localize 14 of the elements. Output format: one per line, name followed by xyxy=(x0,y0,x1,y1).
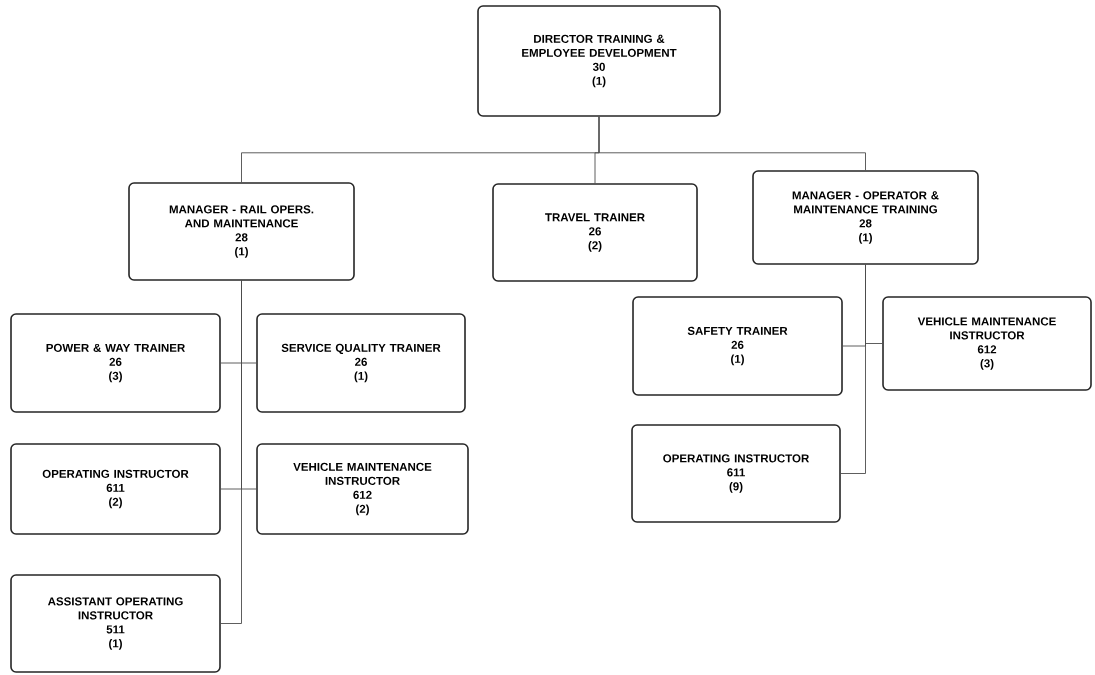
position-box: VEHICLE MAINTENANCE INSTRUCTOR 612 (2) xyxy=(256,443,469,535)
position-box: MANAGER - OPERATOR & MAINTENANCE TRAINING 28 (1) xyxy=(752,170,979,265)
connector-line xyxy=(598,116,866,171)
position-box: VEHICLE MAINTENANCE INSTRUCTOR 612 (3) xyxy=(882,296,1092,391)
position-box: OPERATING INSTRUCTOR 611 (2) xyxy=(10,443,221,535)
position-box: SERVICE QUALITY TRAINER 26 (1) xyxy=(256,313,466,413)
position-box: DIRECTOR TRAINING & EMPLOYEE DEVELOPMENT 30 (1) xyxy=(477,5,721,117)
position-box: POWER & WAY TRAINER 26 (3) xyxy=(10,313,221,413)
position-box: ASSISTANT OPERATING INSTRUCTOR 511 (1) xyxy=(10,574,221,673)
position-box: MANAGER - RAIL OPERS. AND MAINTENANCE 28 (1) xyxy=(128,182,355,281)
position-box: TRAVEL TRAINER 26 (2) xyxy=(492,183,698,282)
position-box: OPERATING INSTRUCTOR 611 (9) xyxy=(631,424,841,523)
position-box: SAFETY TRAINER 26 (1) xyxy=(632,296,843,396)
connector-line xyxy=(840,264,866,474)
